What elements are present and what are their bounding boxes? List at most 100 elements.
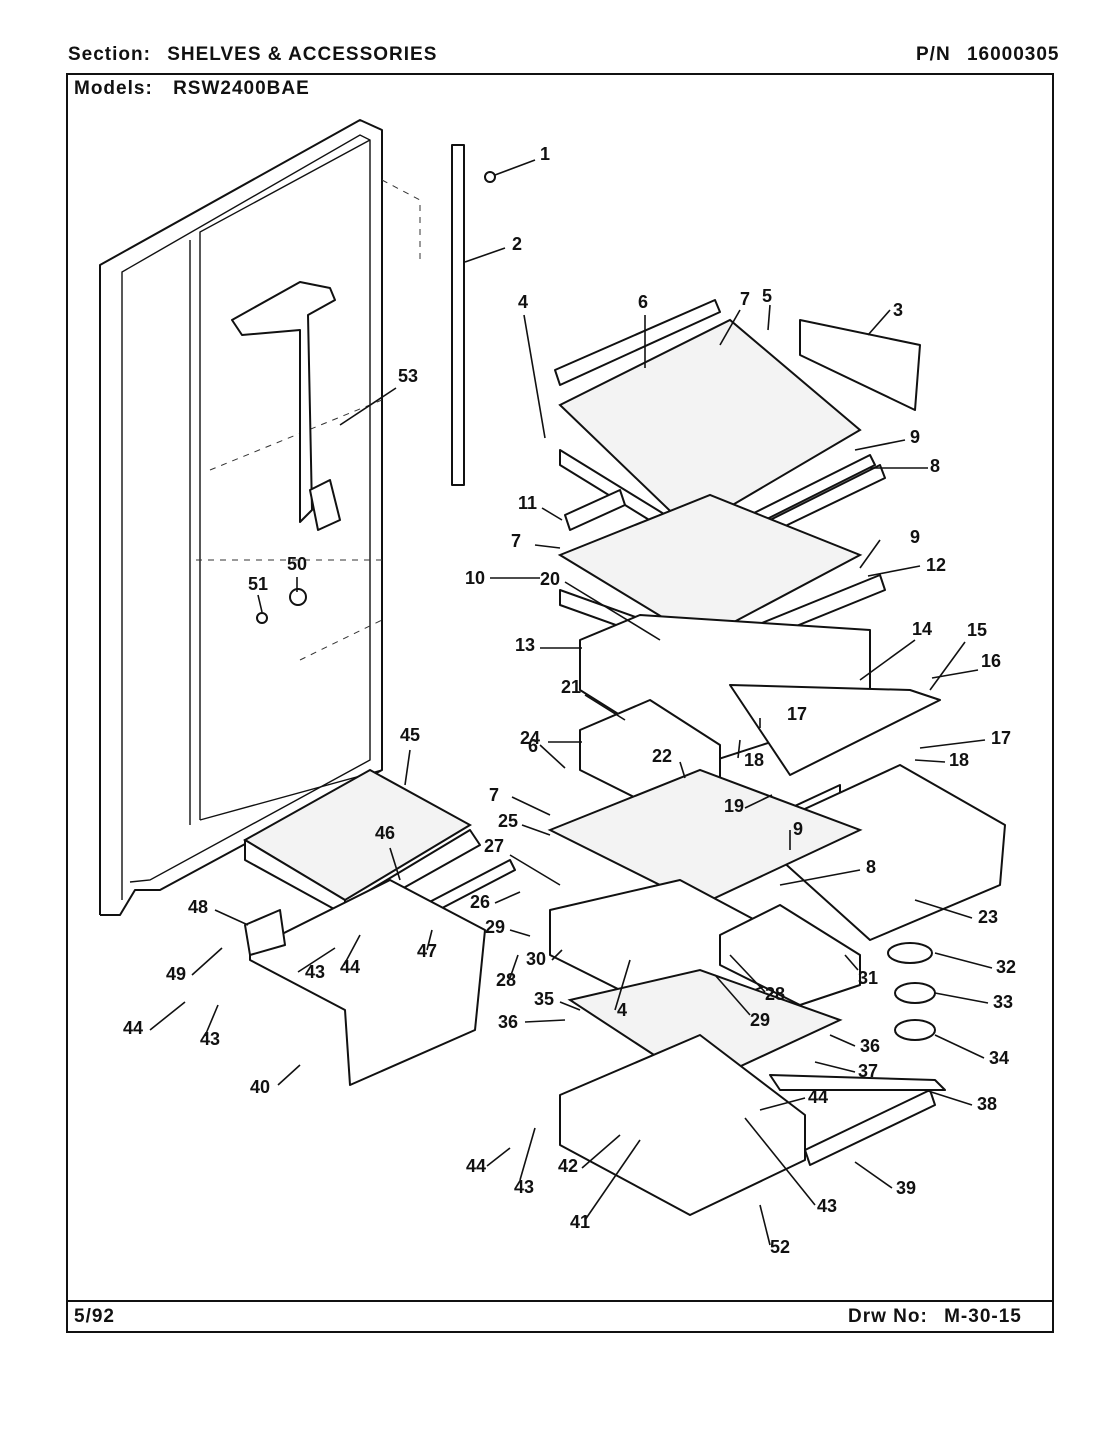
callout-47: 47 (417, 941, 437, 961)
callout-21: 21 (561, 677, 581, 697)
drawing-frame (66, 73, 1054, 1333)
drawing-number: Drw No: M-30-15 (848, 1306, 1022, 1328)
callout-34: 34 (989, 1048, 1009, 1068)
callout-leader-33 (934, 992, 989, 1004)
callout-36: 36 (860, 1036, 880, 1056)
callout-6: 6 (638, 292, 648, 312)
callout-50: 50 (287, 554, 307, 574)
callout-26: 26 (470, 892, 490, 912)
drawing-number-label: Drw No: (848, 1306, 928, 1327)
callout-7: 7 (511, 531, 521, 551)
callout-leader-31 (844, 954, 859, 971)
footer-divider (66, 1300, 1054, 1302)
callout-4: 4 (617, 1000, 627, 1020)
callout-17: 17 (787, 704, 807, 724)
egg-tray-set (887, 942, 936, 1041)
callout-leader-26 (494, 891, 521, 904)
callout-leader-30 (551, 949, 563, 961)
callout-37: 37 (858, 1061, 878, 1081)
drawing-number-value: M-30-15 (944, 1306, 1022, 1327)
callout-leader-52 (759, 1204, 771, 1246)
section-label: Section: (68, 44, 151, 65)
callout-9: 9 (910, 427, 920, 447)
callout-52: 52 (770, 1237, 790, 1257)
callout-leader-7 (719, 309, 741, 346)
callout-6: 6 (528, 736, 538, 756)
callout-leader-15 (929, 641, 966, 691)
callout-42: 42 (558, 1156, 578, 1176)
callout-leader-11 (541, 507, 563, 521)
callout-leader-47 (426, 929, 433, 951)
callout-8: 8 (930, 456, 940, 476)
callout-leader-9 (854, 439, 906, 451)
callout-leader-extra-10 (297, 947, 336, 973)
callout-leader-40 (277, 1064, 301, 1086)
callout-16: 16 (981, 651, 1001, 671)
cabinet-outline (99, 119, 421, 916)
callout-leader-14 (859, 639, 916, 681)
callout-39: 39 (896, 1178, 916, 1198)
left-drawer-assembly (243, 768, 516, 1086)
callout-13: 13 (515, 635, 535, 655)
callout-leader-20 (564, 581, 661, 641)
callout-leader-5 (767, 304, 771, 331)
callout-4: 4 (518, 292, 528, 312)
callout-40: 40 (250, 1077, 270, 1097)
callout-38: 38 (977, 1094, 997, 1114)
callout-44: 44 (466, 1156, 486, 1176)
callout-28: 28 (765, 984, 785, 1004)
callout-leader-34 (934, 1034, 985, 1059)
callout-15: 15 (967, 620, 987, 640)
callout-29: 29 (485, 917, 505, 937)
part-2-rail (451, 144, 465, 486)
callout-leader-extra-15 (486, 1147, 511, 1167)
callout-43: 43 (514, 1177, 534, 1197)
callout-43: 43 (305, 962, 325, 982)
callout-49: 49 (166, 964, 186, 984)
callout-5: 5 (762, 286, 772, 306)
callout-27: 27 (484, 836, 504, 856)
part-number-label: P/N (916, 44, 951, 65)
callout-leader-23 (914, 899, 973, 919)
callout-48: 48 (188, 897, 208, 917)
callout-leader-45 (404, 749, 411, 786)
callout-44: 44 (123, 1018, 143, 1038)
callout-leader-44 (759, 1097, 806, 1111)
callout-leader-extra-4 (779, 869, 861, 886)
callout-35: 35 (534, 989, 554, 1009)
callout-7: 7 (489, 785, 499, 805)
callout-leader-22 (679, 761, 686, 779)
callout-7: 7 (740, 289, 750, 309)
callout-leader-17 (919, 739, 986, 749)
callout-leader-extra-8 (509, 954, 519, 979)
callout-18: 18 (744, 750, 764, 770)
callout-leader-51 (257, 594, 263, 613)
callout-leader-4 (523, 314, 546, 439)
callout-20: 20 (540, 569, 560, 589)
models-label: Models: (74, 78, 153, 99)
callout-19: 19 (724, 796, 744, 816)
callout-leader-29 (714, 974, 751, 1016)
callout-8: 8 (866, 857, 876, 877)
callout-25: 25 (498, 811, 518, 831)
callout-leader-28 (729, 954, 766, 993)
callout-46: 46 (375, 823, 395, 843)
callout-10: 10 (465, 568, 485, 588)
part-number: P/N 16000305 (916, 44, 1060, 66)
part-number-value: 16000305 (966, 44, 1060, 65)
callout-11: 11 (518, 493, 537, 513)
callout-leader-3 (867, 309, 891, 336)
callout-leader-extra-1 (511, 796, 551, 816)
callout-leader-18 (914, 759, 946, 763)
part-53-door-rack-strip (231, 281, 341, 531)
revision-date: 5/92 (74, 1306, 115, 1327)
callout-9: 9 (910, 527, 920, 547)
crisper-and-drawer-assembly (547, 684, 1006, 1216)
callout-36: 36 (498, 1012, 518, 1032)
callout-29: 29 (750, 1010, 770, 1030)
callout-leader-extra-0 (534, 544, 561, 549)
callout-18: 18 (949, 750, 969, 770)
callout-leader-36 (524, 1019, 566, 1023)
